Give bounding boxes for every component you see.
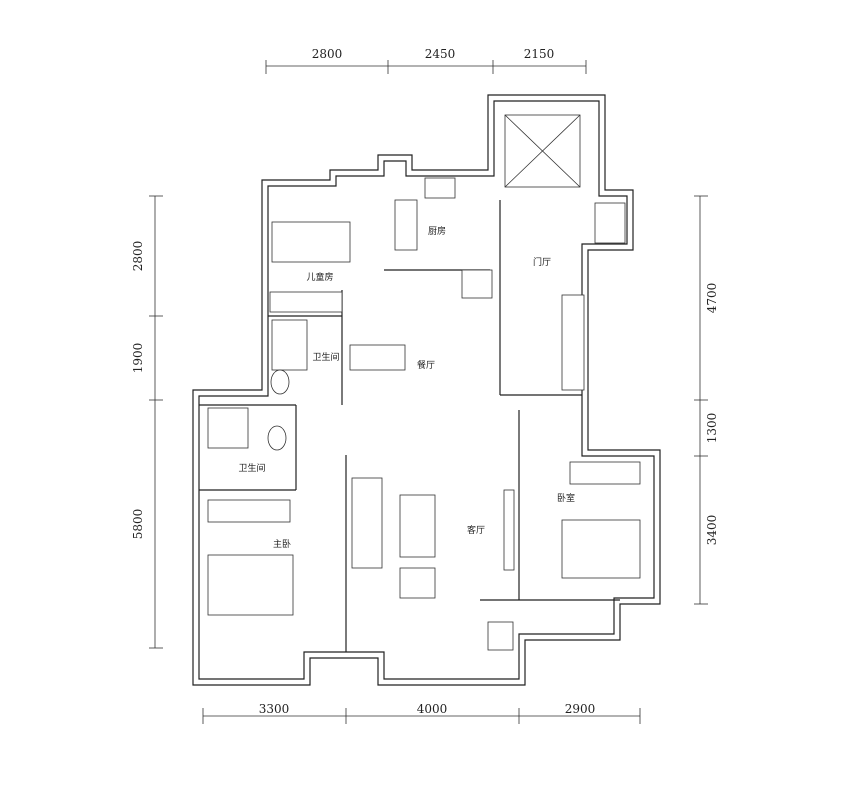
toilet-2 <box>267 425 287 451</box>
coffee-table <box>399 494 436 558</box>
furniture <box>207 177 641 651</box>
room-bathroom-2: 卫生间 <box>238 462 265 474</box>
dimension-bottom <box>202 708 641 724</box>
dimension-right <box>694 195 708 605</box>
foyer-cabinet <box>561 294 585 391</box>
master-bed <box>207 554 294 616</box>
dimension-top <box>265 60 587 74</box>
tv-cabinet <box>503 489 515 571</box>
sofa <box>351 477 383 569</box>
stove <box>394 199 418 251</box>
shower <box>271 319 308 371</box>
room-foyer: 门厅 <box>533 256 551 268</box>
dim-right-3: 3400 <box>705 515 719 546</box>
dim-bottom-2: 4000 <box>417 702 448 716</box>
washer <box>487 621 514 651</box>
walls <box>192 94 661 686</box>
room-kitchen: 厨房 <box>428 225 446 237</box>
master-wardrobe <box>207 499 291 523</box>
dining-table <box>349 344 406 371</box>
armchair <box>399 567 436 599</box>
fridge <box>461 269 493 299</box>
dim-right-2: 1300 <box>705 413 719 444</box>
dimension-left <box>149 195 163 649</box>
room-master-bedroom: 主卧 <box>273 538 291 550</box>
room-dining: 餐厅 <box>417 359 435 371</box>
room-bathroom-1: 卫生间 <box>312 351 339 363</box>
bedroom-wardrobe <box>569 461 641 485</box>
toilet-1 <box>270 369 290 395</box>
foyer-bench <box>594 202 626 244</box>
dim-left-3: 5800 <box>131 509 145 540</box>
bedroom-bed <box>561 519 641 579</box>
dim-bottom-1: 3300 <box>259 702 290 716</box>
room-living: 客厅 <box>467 524 485 536</box>
dim-top-3: 2150 <box>524 47 555 61</box>
dim-bottom-3: 2900 <box>565 702 596 716</box>
kids-bed <box>271 221 351 263</box>
dim-top-2: 2450 <box>425 47 456 61</box>
shower-2 <box>207 407 249 449</box>
dim-left-2: 1900 <box>131 343 145 374</box>
kitchen-sink <box>424 177 456 199</box>
kids-wardrobe <box>269 291 343 313</box>
dim-right-1: 4700 <box>705 283 719 314</box>
dim-left-1: 2800 <box>131 241 145 272</box>
dim-top-1: 2800 <box>312 47 343 61</box>
room-kids: 儿童房 <box>306 271 333 283</box>
room-bedroom: 卧室 <box>557 492 575 504</box>
